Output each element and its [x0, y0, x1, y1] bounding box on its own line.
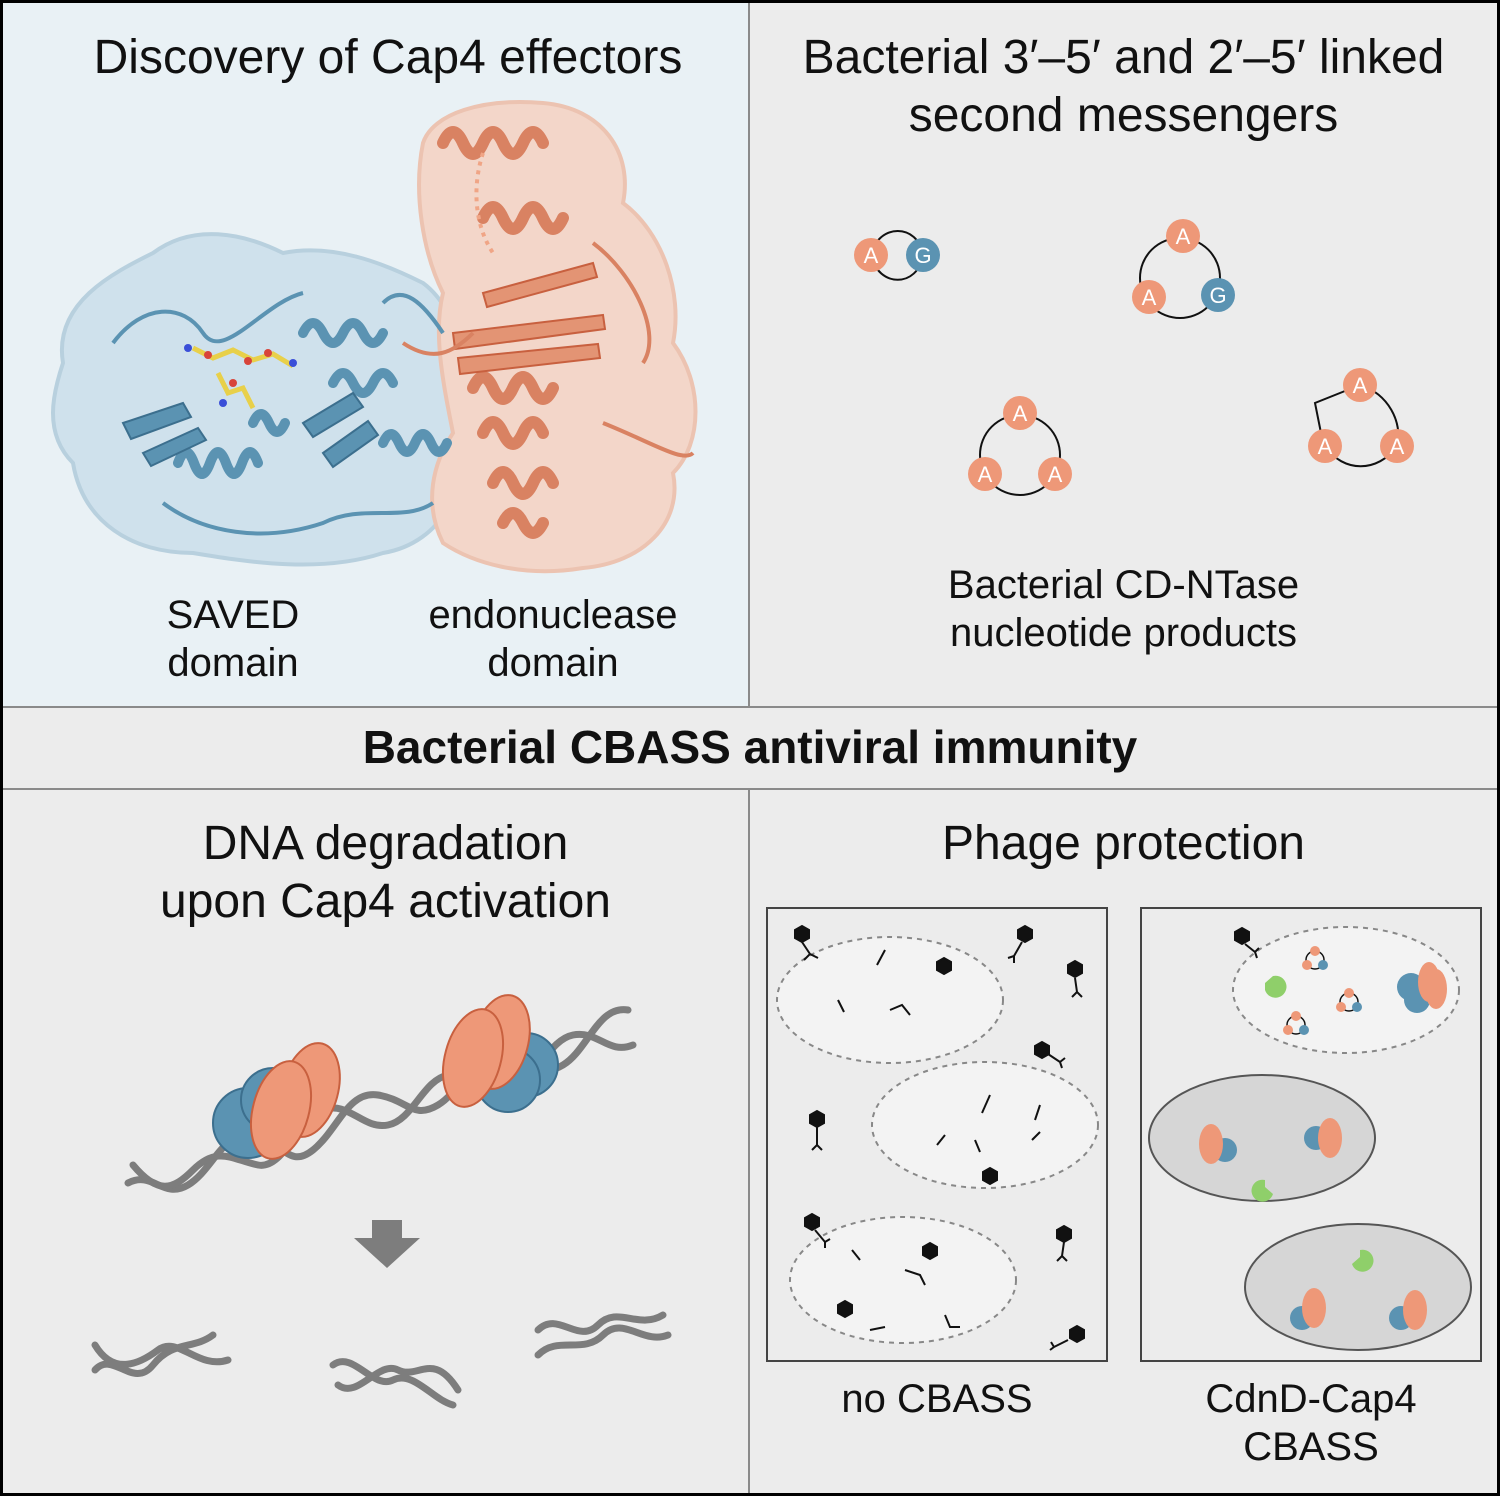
- linked-trinucleotide-aaa-icon: A A A: [1308, 368, 1414, 468]
- phage-icons: [794, 924, 1085, 1351]
- label-saved-domain: SAVED domain: [123, 591, 343, 687]
- phage-icon-cbass: [1234, 926, 1260, 959]
- dna-debris: [837, 949, 1041, 1331]
- caption-cd-ntase-line2: nucleotide products: [950, 611, 1297, 655]
- cap4-complex-left: [212, 1042, 341, 1160]
- endonuclease-helices: [437, 126, 569, 539]
- label-endonuclease-domain: endonuclease domain: [403, 591, 703, 687]
- cyclic-trinucleotide-aaa-icon: A A A: [968, 396, 1072, 496]
- dna-degradation-illustration: [91, 994, 672, 1409]
- nuc-a-2: A: [1176, 224, 1191, 249]
- nuc-a-9: A: [1390, 434, 1405, 459]
- second-messengers-line1: Bacterial 3′–5′ and 2′–5′ linked: [802, 31, 1445, 84]
- nuc-a-7: A: [1353, 373, 1368, 398]
- caption-cdnd-cap4: CdnD-Cap4 CBASS: [1141, 1375, 1481, 1471]
- divider-horizontal-2: [3, 788, 1497, 790]
- saved-helices: [173, 318, 452, 479]
- nuc-a-6: A: [1048, 462, 1063, 487]
- label-endo-line2: domain: [487, 641, 619, 685]
- cd-ntase-enzymes: [1251, 975, 1374, 1272]
- cyclic-trinucleotide-aag-icon: A A G: [1132, 219, 1235, 319]
- protein-structure-icon: [51, 100, 698, 574]
- divider-vertical-bottom: [748, 790, 750, 1493]
- dna-degradation-line2: upon Cap4 activation: [160, 874, 611, 928]
- caption-no-cbass: no CBASS: [841, 1377, 1033, 1421]
- dna-fragments: [91, 1311, 672, 1409]
- panel-title-dna-degradation: DNA degradation upon Cap4 activation: [3, 815, 768, 930]
- lysed-cells-no-cbass: [776, 936, 1099, 1344]
- panel-title-phage-protection: Phage protection: [942, 817, 1305, 870]
- dna-helix-icon: [124, 1006, 637, 1193]
- caption-cd-ntase: Bacterial CD-NTase nucleotide products: [750, 561, 1497, 657]
- nuc-a-5: A: [978, 462, 993, 487]
- nucleotide-products-illustration: A G A A G A A A: [854, 219, 1414, 496]
- down-arrow-icon: [354, 1220, 420, 1268]
- cap4-proteins: [1199, 962, 1447, 1330]
- nuc-a-1: A: [864, 243, 879, 268]
- banner-title: Bacterial CBASS antiviral immunity: [362, 721, 1138, 773]
- graphical-abstract: Discovery of Cap4 effectors: [3, 3, 1497, 1493]
- second-messengers-line2: second messengers: [908, 88, 1339, 142]
- phage-protection-illustration: [766, 907, 1482, 1362]
- caption-cdnd-cap4-line1: CdnD-Cap4: [1205, 1377, 1417, 1421]
- dna-degradation-line1: DNA degradation: [202, 817, 569, 870]
- panel-title-cap4: Discovery of Cap4 effectors: [93, 31, 683, 84]
- cap4-complex-right: [442, 994, 559, 1113]
- saved-loops: [111, 291, 445, 536]
- divider-vertical-top: [748, 3, 750, 706]
- nuc-g-2: G: [1209, 283, 1226, 308]
- label-saved-line2: domain: [167, 641, 299, 685]
- endonuclease-sheets: [451, 261, 607, 376]
- panel-title-second-messengers: Bacterial 3′–5′ and 2′–5′ linked second …: [750, 29, 1497, 144]
- caption-cd-ntase-line1: Bacterial CD-NTase: [947, 563, 1300, 607]
- nuc-a-4: A: [1013, 401, 1028, 426]
- nuc-a-8: A: [1318, 434, 1333, 459]
- caption-cdnd-cap4-line2: CBASS: [1243, 1425, 1379, 1469]
- nuc-g-1: G: [914, 243, 931, 268]
- divider-horizontal-1: [3, 706, 1497, 708]
- nuc-a-3: A: [1142, 285, 1157, 310]
- protected-cell-2: [1244, 1223, 1472, 1351]
- label-saved-line1: SAVED: [166, 593, 300, 637]
- label-endo-line1: endonuclease: [428, 593, 678, 637]
- cyclic-dinucleotide-icon: A G: [854, 230, 940, 281]
- saved-sheets: [121, 391, 380, 469]
